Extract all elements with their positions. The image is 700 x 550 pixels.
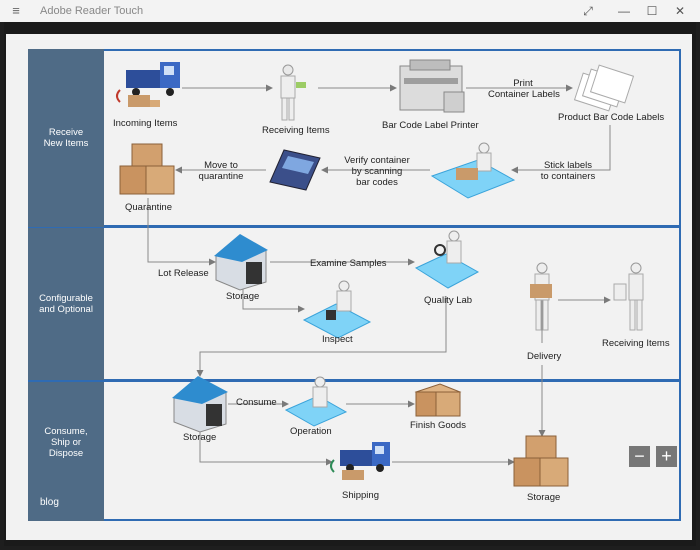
blog-link[interactable]: blog [40,497,59,508]
minimize-button[interactable]: — [618,4,630,18]
labels-icon [573,64,635,112]
boxes-icon [119,143,175,195]
label-shipping: Shipping [342,490,379,501]
label-delivery: Delivery [527,351,562,362]
shipping-truck-icon [330,442,390,480]
expand-icon[interactable]: ⤢ [583,4,593,18]
inspect-icon [302,280,372,339]
finish-goods-box-icon [414,383,462,417]
workstation-icon [430,142,516,199]
zoom-out-button[interactable]: − [629,446,650,467]
delivery-worker-icon [530,262,552,331]
printer-icon [399,59,465,113]
window-title: Adobe Reader Touch [40,5,144,17]
label-operation: Operation [290,426,332,437]
label-examine-samples: Examine Samples [310,258,387,269]
warehouse-icon [214,234,268,291]
label-receiving-items-2: Receiving Items [602,338,670,349]
truck-icon [116,62,180,107]
storage-boxes-icon [513,435,569,487]
label-product-bar-code-labels: Product Bar Code Labels [558,112,665,123]
zoom-in-button[interactable]: + [656,446,677,467]
title-bar: ≡ Adobe Reader Touch ⤢ — ☐ ✕ [0,0,700,22]
label-storage-1: Storage [226,291,260,302]
label-consume: Consume [236,397,277,408]
label-bar-code-printer: Bar Code Label Printer [382,120,479,131]
warehouse-icon-2 [172,376,228,433]
label-incoming-items: Incoming Items [113,118,178,129]
label-receiving-items: Receiving Items [262,125,330,136]
close-button[interactable]: ✕ [674,4,686,18]
label-quality-lab: Quality Lab [424,295,473,306]
hamburger-icon[interactable]: ≡ [12,3,20,18]
label-lot-release: Lot Release [158,268,209,279]
label-storage-2: Storage [183,432,217,443]
lab-icon [414,230,480,289]
operation-icon [284,376,348,427]
scanner-icon [269,149,321,191]
label-inspect: Inspect [322,334,353,345]
worker-icon [280,64,306,121]
label-storage-3: Storage [527,492,561,503]
maximize-button[interactable]: ☐ [646,4,658,18]
receiving-worker-icon [613,262,644,331]
label-finish-goods: Finish Goods [410,420,466,431]
label-quarantine: Quarantine [125,202,173,213]
